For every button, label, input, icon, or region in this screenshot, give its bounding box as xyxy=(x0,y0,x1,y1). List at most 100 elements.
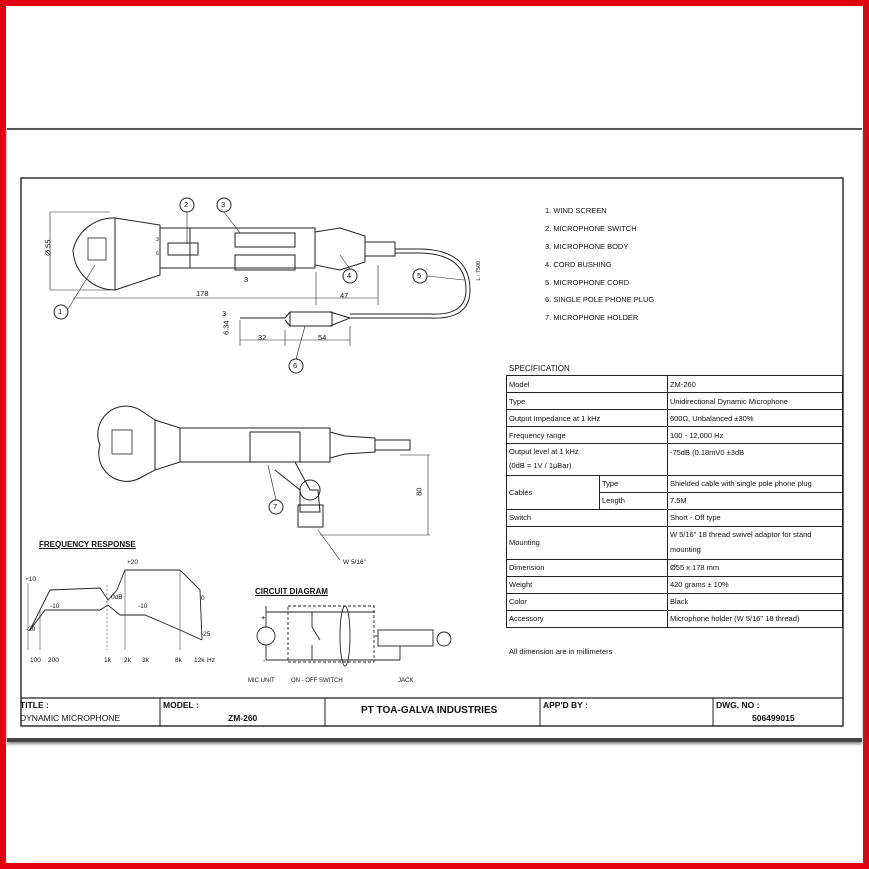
freq-y-label: -10 xyxy=(50,603,60,610)
model-label: MODEL : xyxy=(163,700,199,710)
freq-x-label: 1k xyxy=(104,657,111,664)
circuit-label: MIC UNIT xyxy=(248,678,275,684)
circuit-plus: + xyxy=(261,613,266,622)
title-value: DYNAMIC MICROPHONE xyxy=(20,713,121,723)
freq-y-label: +10 xyxy=(25,576,37,583)
table-row: Type Unidirectional Dynamic Microphone xyxy=(506,392,844,410)
dim-label: L : 7500 xyxy=(476,260,483,281)
freq-y-label: -25 xyxy=(201,631,211,638)
circuit-diagram-title: CIRCUIT DIAGRAM xyxy=(255,587,328,596)
part-item: 6. SINGLE POLE PHONE PLUG xyxy=(545,295,655,304)
spec-value: ZM-260 xyxy=(666,375,844,393)
spec-sublabel: Length xyxy=(599,491,668,510)
part-item: 4. CORD BUSHING xyxy=(545,260,612,269)
spec-value: Ø55 x 178 mm xyxy=(666,558,844,577)
dimension-note: All dimension are in millimeters xyxy=(509,647,613,656)
spec-label-line: (0dB = 1V / 1μBar) xyxy=(509,461,572,471)
freq-x-label: 8k xyxy=(175,657,182,664)
specification-table: Model ZM-260 Type Unidirectional Dynamic… xyxy=(506,375,844,628)
freq-x-label: 2k xyxy=(124,657,131,664)
table-row: Color Black xyxy=(506,592,844,611)
part-item: 2. MICROPHONE SWITCH xyxy=(545,224,637,233)
spec-value: W 5/16" 18 thread swivel adaptor for sta… xyxy=(666,525,844,560)
dim-label: 178 xyxy=(196,289,209,298)
spec-label: Frequency range xyxy=(506,426,668,444)
freq-y-label: -10 xyxy=(138,603,148,610)
circuit-lines xyxy=(256,605,452,667)
spec-value: Microphone holder (W 5/16" 18 thread) xyxy=(666,609,844,628)
spec-value: Black xyxy=(666,592,844,611)
spec-label: Mounting xyxy=(506,525,668,560)
table-row: Output level at 1 kHz (0dB = 1V / 1μBar)… xyxy=(506,443,844,476)
spec-label-line: Output level at 1 kHz xyxy=(509,447,579,456)
spec-value-line: mounting xyxy=(669,544,701,554)
table-row: Model ZM-260 xyxy=(506,375,844,393)
callout-number: 4 xyxy=(347,271,352,280)
spec-label: Weight xyxy=(506,575,668,594)
company-name: PT TOA-GALVA INDUSTRIES xyxy=(361,705,498,716)
dim-label: Ø 55 xyxy=(43,239,53,256)
freq-x-label: Hz xyxy=(207,657,215,664)
callout-number: 6 xyxy=(293,361,298,370)
callout-number: 1 xyxy=(58,307,63,316)
spec-label: Switch xyxy=(506,508,668,527)
table-row: Output Impedance at 1 kHz 600Ω, Unbalanc… xyxy=(506,409,844,427)
drawing-number-value: 506499015 xyxy=(752,713,795,723)
table-row: Mounting W 5/16" 18 thread swivel adapto… xyxy=(506,525,844,560)
approved-by-label: APP'D BY : xyxy=(543,700,588,710)
freq-x-label: 100 xyxy=(30,657,41,664)
spec-label: Accessory xyxy=(506,609,668,628)
spec-value-line: W 5/16" 18 thread swivel adaptor for sta… xyxy=(669,530,812,540)
frequency-chart-lines xyxy=(27,569,203,650)
spec-sublabel: Type xyxy=(599,474,668,493)
title-label: TITLE : xyxy=(20,700,49,710)
spec-value: Shielded cable with single pole phone pl… xyxy=(666,474,844,493)
spec-value: 100 - 12,000 Hz xyxy=(666,426,844,444)
table-row: Switch Short - Off type xyxy=(506,508,844,527)
callout-number: 2 xyxy=(184,200,189,209)
callout-number: 3 xyxy=(221,200,226,209)
spec-label: Output level at 1 kHz (0dB = 1V / 1μBar) xyxy=(506,443,668,476)
spec-label: Color xyxy=(506,592,668,611)
freq-x-label: 12k xyxy=(194,657,205,664)
circuit-label: ON - OFF SWITCH xyxy=(291,678,343,684)
freq-y-label: +20 xyxy=(127,559,139,566)
table-row: Dimension Ø55 x 178 mm xyxy=(506,558,844,577)
spec-value: 420 grams ± 10% xyxy=(666,575,844,594)
freq-y-label: 0 xyxy=(201,595,205,602)
spec-value: 7.5M xyxy=(666,491,844,510)
dim-label: 3 xyxy=(156,237,159,243)
table-row: Weight 420 grams ± 10% xyxy=(506,575,844,594)
table-row: Length 7.5M xyxy=(507,491,844,510)
table-row: Cables Type Shielded cable with single p… xyxy=(506,474,844,510)
spec-label: Type xyxy=(506,392,668,410)
dim-label: 47 xyxy=(340,291,349,300)
drawing-number-label: DWG. NO : xyxy=(716,700,760,710)
model-value: ZM-260 xyxy=(228,713,258,723)
dim-label: 3 xyxy=(244,275,249,284)
spec-value: -75dB (0.18mV0 ±3dB xyxy=(666,443,844,476)
dim-label: 32 xyxy=(258,333,267,342)
freq-y-label: -20 xyxy=(26,626,36,633)
spec-value: 600Ω, Unbalanced ±30% xyxy=(666,409,844,427)
spec-value: Short - Off type xyxy=(666,508,844,527)
part-item: 7. MICROPHONE HOLDER xyxy=(545,313,639,322)
mic-side-view xyxy=(49,197,471,374)
mic-holder-view xyxy=(97,405,430,561)
part-item: 1. WIND SCREEN xyxy=(545,206,607,215)
dim-label: W 5/16" xyxy=(343,559,366,566)
dim-label: 54 xyxy=(318,333,327,342)
dim-label: 6.34 xyxy=(221,320,231,336)
dim-label: 6 xyxy=(156,251,159,257)
frequency-response-title: FREQUENCY RESPONSE xyxy=(39,540,136,549)
table-row: Accessory Microphone holder (W 5/16" 18 … xyxy=(506,609,844,628)
spec-label: Cables xyxy=(506,474,600,510)
circuit-label: JACK xyxy=(398,678,414,684)
freq-x-label: 200 xyxy=(48,657,59,664)
spec-label: Output Impedance at 1 kHz xyxy=(506,409,668,427)
dim-label: 80 xyxy=(414,487,424,496)
spec-title: SPECIFICATION xyxy=(509,364,570,373)
table-row: Frequency range 100 - 12,000 Hz xyxy=(506,426,844,444)
